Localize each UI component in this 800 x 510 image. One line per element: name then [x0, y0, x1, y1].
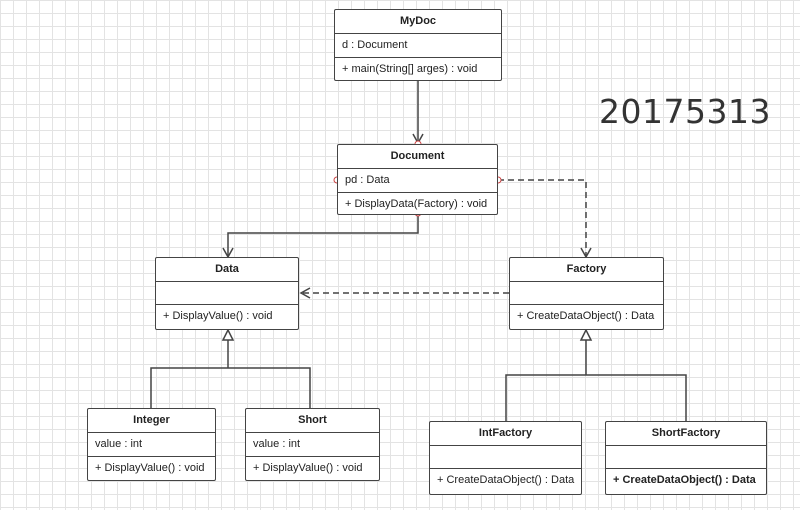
class-name: Factory — [510, 258, 663, 282]
class-operation: + CreateDataObject() : Data — [437, 474, 575, 486]
generalization-factory — [505, 328, 687, 421]
generalization-data — [150, 328, 311, 408]
class-factory[interactable]: Factory + CreateDataObject() : Data — [509, 257, 664, 330]
dependency-document-factory — [498, 179, 592, 259]
class-operation: + main(String[] arges) : void — [342, 63, 478, 75]
class-operation: + DisplayValue() : void — [95, 462, 205, 474]
class-name: IntFactory — [430, 422, 581, 446]
student-id-text: 20175313 — [599, 92, 771, 131]
class-document[interactable]: Document pd : Data + DisplayData(Factory… — [337, 144, 498, 215]
class-operation: + CreateDataObject() : Data — [517, 310, 655, 322]
class-name: ShortFactory — [606, 422, 766, 446]
class-attribute — [156, 282, 298, 305]
class-shortfactory[interactable]: ShortFactory + CreateDataObject() : Data — [605, 421, 767, 495]
class-attribute — [606, 446, 766, 469]
class-attribute: value : int — [88, 433, 215, 457]
class-name: Document — [338, 145, 497, 169]
class-name: Data — [156, 258, 298, 282]
class-attribute: value : int — [246, 433, 379, 457]
class-short[interactable]: Short value : int + DisplayValue() : voi… — [245, 408, 380, 481]
class-name: MyDoc — [335, 10, 501, 34]
class-operation: + DisplayValue() : void — [163, 310, 273, 322]
class-name: Short — [246, 409, 379, 433]
class-operation: + DisplayValue() : void — [253, 462, 363, 474]
class-intfactory[interactable]: IntFactory + CreateDataObject() : Data — [429, 421, 582, 495]
class-operation: + DisplayData(Factory) : void — [345, 198, 488, 210]
class-attribute: d : Document — [335, 34, 501, 58]
class-attribute — [430, 446, 581, 469]
class-data[interactable]: Data + DisplayValue() : void — [155, 257, 299, 330]
class-operation: + CreateDataObject() : Data — [613, 474, 756, 486]
association-document-data — [222, 213, 419, 259]
class-integer[interactable]: Integer value : int + DisplayValue() : v… — [87, 408, 216, 481]
class-attribute — [510, 282, 663, 305]
class-name: Integer — [88, 409, 215, 433]
class-mydoc[interactable]: MyDoc d : Document + main(String[] arges… — [334, 9, 502, 81]
class-attribute: pd : Data — [338, 169, 497, 193]
